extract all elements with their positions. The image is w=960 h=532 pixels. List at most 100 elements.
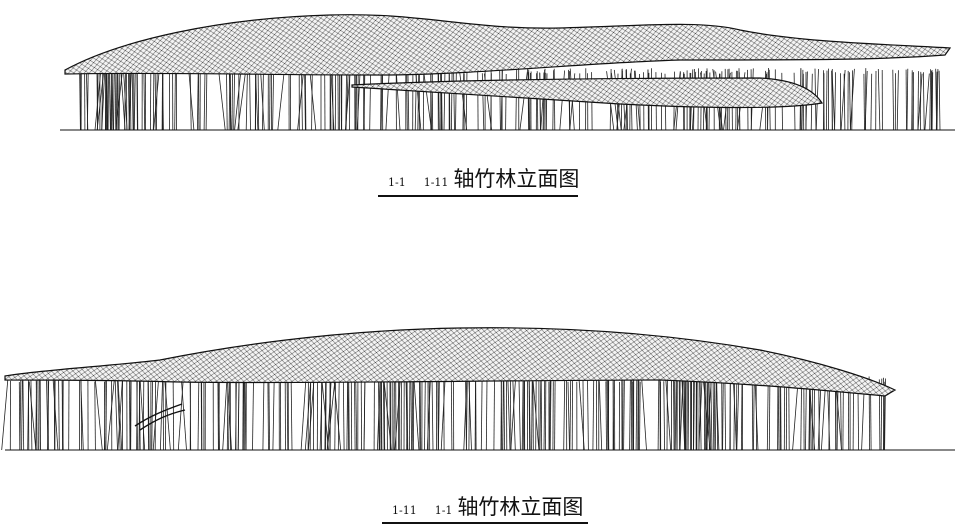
- bamboo-column: [831, 70, 833, 131]
- bamboo-column: [500, 378, 502, 451]
- bamboo-column: [58, 380, 60, 451]
- bamboo-column: [269, 68, 271, 131]
- bamboo-column: [79, 68, 81, 131]
- bamboo-column: [722, 376, 724, 451]
- bamboo-column: [712, 381, 715, 451]
- bamboo-column: [153, 69, 160, 131]
- bamboo-column: [563, 378, 566, 451]
- bamboo-column: [724, 378, 726, 451]
- bamboo-column: [286, 378, 289, 451]
- bamboo-column: [531, 381, 533, 451]
- bamboo-column: [245, 71, 248, 131]
- bamboo-column: [147, 378, 150, 451]
- bamboo-column: [106, 69, 109, 131]
- bamboo-column: [380, 73, 382, 131]
- bamboo-column: [510, 378, 512, 451]
- elevation-drawing-2: [1, 327, 955, 451]
- bamboo-column: [522, 381, 525, 451]
- bamboo-column: [741, 380, 743, 451]
- bamboo-column: [406, 72, 408, 131]
- bamboo-column: [381, 376, 383, 451]
- bamboo-column: [450, 380, 453, 451]
- bamboo-column: [877, 68, 881, 131]
- bamboo-column: [424, 379, 426, 451]
- bamboo-column: [706, 378, 709, 451]
- bamboo-column: [683, 378, 686, 451]
- bamboo-column: [716, 378, 719, 451]
- bamboo-column: [337, 378, 340, 451]
- bamboo-column: [101, 73, 105, 131]
- bamboo-column: [363, 378, 366, 451]
- bamboo-column: [222, 379, 228, 451]
- bamboo-column: [569, 379, 572, 451]
- bamboo-column: [917, 73, 923, 131]
- bamboo-column: [309, 379, 312, 451]
- bamboo-column: [938, 70, 941, 131]
- bamboo-column: [301, 73, 303, 131]
- roof-canopy-main: [4, 327, 897, 397]
- bamboo-column: [363, 72, 366, 131]
- bamboo-column: [237, 377, 240, 451]
- bamboo-column: [30, 376, 33, 451]
- bamboo-column: [755, 376, 757, 451]
- bamboo-column: [342, 377, 345, 451]
- bamboo-column: [515, 68, 518, 131]
- bamboo-column: [96, 73, 98, 131]
- bamboo-column: [567, 381, 570, 451]
- bamboo-column: [924, 73, 930, 131]
- bamboo-column: [277, 69, 285, 131]
- bamboo-column: [751, 379, 754, 451]
- bamboo-column: [528, 379, 530, 451]
- bamboo-column: [674, 378, 677, 451]
- bamboo-column: [834, 72, 836, 131]
- bamboo-column: [22, 376, 25, 451]
- bamboo-column: [114, 70, 117, 131]
- bamboo-column: [503, 378, 505, 451]
- bamboo-column: [346, 380, 348, 451]
- bamboo-column: [629, 378, 631, 451]
- bamboo-column: [623, 377, 625, 451]
- bamboo-column: [94, 381, 96, 451]
- bamboo-column: [685, 380, 687, 451]
- bamboo-column: [379, 377, 381, 451]
- bamboo-column: [321, 379, 329, 451]
- bamboo-column: [235, 381, 237, 451]
- bamboo-column: [659, 376, 661, 451]
- bamboo-column: [28, 381, 37, 451]
- bamboo-column: [407, 68, 410, 131]
- bamboo-column: [405, 381, 408, 451]
- bamboo-column: [657, 379, 660, 451]
- bamboo-column: [809, 379, 812, 451]
- bamboo-column: [297, 72, 304, 131]
- bamboo-column: [369, 72, 371, 131]
- bamboo-column: [849, 72, 851, 131]
- bamboo-column: [422, 69, 425, 131]
- bamboo-column: [821, 380, 827, 451]
- bamboo-column: [714, 376, 717, 451]
- bamboo-column: [592, 380, 595, 451]
- bamboo-column: [117, 380, 121, 451]
- bamboo-column: [440, 377, 446, 451]
- bamboo-column: [693, 380, 695, 451]
- bamboo-column: [663, 381, 665, 451]
- axis-label-from: 1-11: [392, 504, 417, 517]
- bamboo-column: [305, 73, 307, 131]
- bamboo-column: [417, 70, 420, 131]
- bamboo-column: [849, 68, 855, 131]
- bamboo-column: [521, 377, 524, 451]
- bamboo-column: [800, 377, 802, 451]
- bamboo-column: [917, 71, 919, 131]
- bamboo-column: [896, 70, 899, 131]
- bamboo-column: [105, 379, 107, 451]
- axis-label-to: 1-11: [423, 176, 449, 189]
- bamboo-column: [94, 69, 102, 131]
- caption-elevation-2: 1-11 1-1 轴竹林立面图: [392, 491, 583, 521]
- bamboo-column: [124, 71, 126, 131]
- bamboo-column: [635, 379, 638, 451]
- bamboo-column: [244, 377, 247, 451]
- bamboo-column: [233, 68, 235, 131]
- bamboo-column: [578, 379, 585, 451]
- bamboo-column: [708, 381, 710, 451]
- bamboo-column: [639, 381, 641, 451]
- bamboo-column: [443, 68, 446, 131]
